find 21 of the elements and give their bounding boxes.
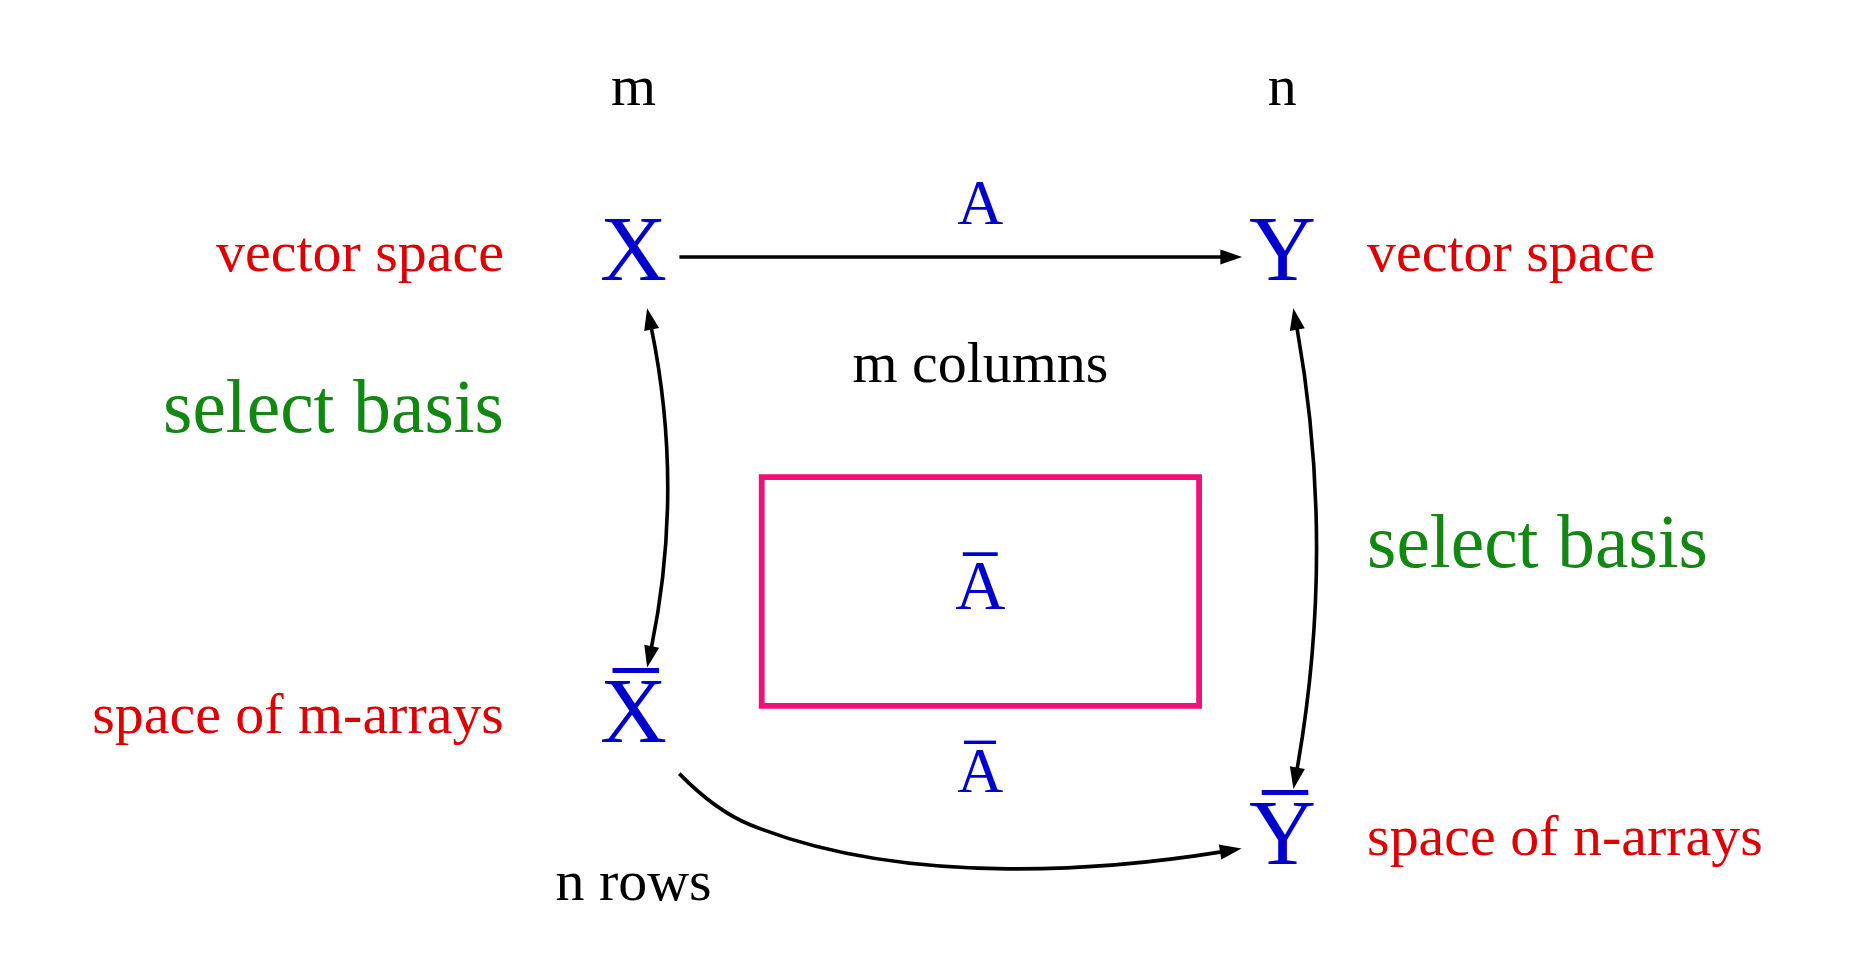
node-label: m [611, 52, 657, 118]
edge-label: A [957, 166, 1004, 238]
edge-label: A̅ [957, 734, 1004, 806]
node-box: A̅ [758, 474, 1202, 709]
node-text: X̅ [600, 659, 667, 763]
node-label: space of m-arrays [92, 681, 504, 747]
node-label: m columns [852, 329, 1109, 395]
node-label: space of n-arrays [1367, 803, 1763, 869]
arrow [677, 772, 1242, 871]
label: select basis [1367, 500, 1708, 584]
node-label: vector space [1367, 219, 1655, 285]
arrow [1289, 308, 1319, 790]
label: select basis [163, 365, 504, 449]
node-label: n [1267, 52, 1297, 118]
node-label: vector space [216, 219, 504, 285]
node-text: Y [1248, 197, 1316, 301]
arrow [679, 249, 1243, 265]
node-text: X [600, 197, 667, 301]
node-text: Y̅ [1248, 781, 1316, 885]
arrow [644, 308, 670, 668]
node-label: n rows [555, 848, 712, 914]
